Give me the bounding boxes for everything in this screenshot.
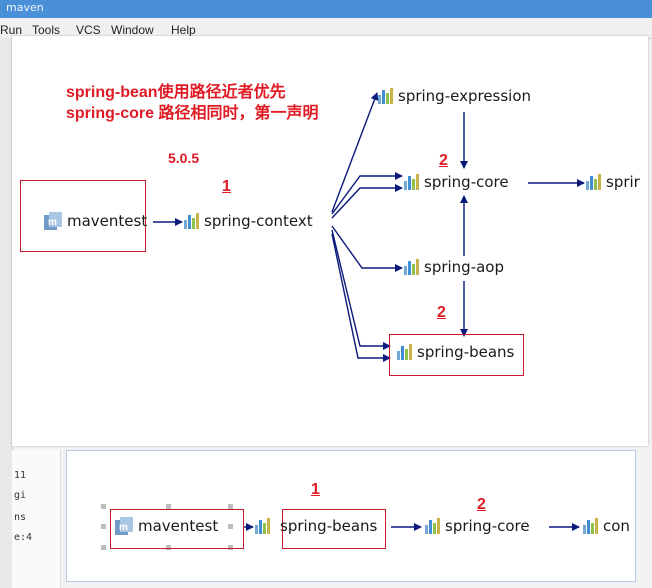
node-label: sprir — [606, 173, 640, 191]
highlight-box-spring-beans — [389, 334, 524, 376]
selection-handle[interactable] — [228, 545, 233, 550]
node-label: spring-context — [204, 212, 313, 230]
node-maventest[interactable]: m maventest — [44, 212, 147, 230]
node-spring-expression[interactable]: spring-expression — [378, 87, 531, 105]
gutter-fragment: e:4 — [14, 532, 33, 543]
node-label: maventest — [67, 212, 148, 230]
edge-context-core-b — [331, 184, 403, 219]
menu-run[interactable]: Run — [0, 23, 23, 37]
highlight-box-maventest-bottom — [110, 509, 244, 549]
window-title: maven — [6, 1, 44, 14]
library-icon — [255, 518, 270, 534]
library-icon — [586, 174, 601, 190]
library-icon — [404, 174, 419, 190]
edge-context-beans-b — [331, 233, 391, 362]
library-icon — [404, 259, 419, 275]
depth-label-context: 1 — [222, 178, 231, 195]
note-nearest-wins: spring-bean使用路径近者优先 — [66, 84, 286, 101]
version-label: 5.0.5 — [168, 150, 200, 166]
node-label: spring-core — [445, 517, 530, 535]
node-label: spring-beans — [417, 343, 515, 361]
node-label: spring-beans — [280, 517, 378, 535]
menu-tools[interactable]: Tools — [32, 23, 61, 37]
edge-context-beans-a — [331, 229, 391, 350]
highlight-box-spring-beans-bottom — [282, 509, 386, 549]
selection-handle[interactable] — [101, 504, 106, 509]
dependency-diagram-top: spring-bean使用路径近者优先 spring-core 路径相同时，第一… — [12, 36, 648, 446]
maven-module-icon: m — [115, 517, 133, 535]
node-spring-aop[interactable]: spring-aop — [404, 258, 504, 276]
diagram-edges — [153, 92, 585, 362]
menu-help[interactable]: Help — [171, 23, 196, 37]
gutter-fragment: gi — [14, 490, 27, 501]
editor-gutter: 11 gi ns e:4 — [12, 450, 61, 588]
library-icon — [425, 518, 440, 534]
maven-module-icon: m — [44, 212, 62, 230]
library-icon — [184, 213, 199, 229]
depth-label-core: 2 — [439, 152, 448, 169]
window-titlebar: maven — [0, 0, 652, 18]
menu-window[interactable]: Window — [111, 23, 154, 37]
node-label: spring-core — [424, 173, 509, 191]
node-spring-jcl[interactable]: sprir — [586, 173, 640, 191]
depth-label-core-bottom: 2 — [477, 496, 486, 513]
library-icon — [583, 518, 598, 534]
dependency-diagram-bottom: 1 2 m maventest spring-beans spring-core… — [66, 450, 636, 582]
library-icon — [397, 344, 412, 360]
node-label: con — [603, 517, 630, 535]
edge-context-aop — [331, 225, 403, 272]
node-spring-beans-bottom[interactable]: spring-beans — [255, 517, 377, 535]
gutter-fragment: ns — [14, 512, 27, 523]
selection-handle[interactable] — [228, 524, 233, 529]
node-spring-beans[interactable]: spring-beans — [397, 343, 514, 361]
highlight-box-maventest — [20, 180, 146, 252]
node-label: spring-aop — [424, 258, 505, 276]
menu-vcs[interactable]: VCS — [76, 23, 101, 37]
node-maventest-bottom[interactable]: m maventest — [115, 517, 218, 535]
selection-handle[interactable] — [101, 524, 106, 529]
depth-label-beans: 2 — [437, 304, 446, 321]
edge-context-expression — [331, 92, 379, 213]
selection-handle[interactable] — [228, 504, 233, 509]
node-label: maventest — [138, 517, 219, 535]
note-first-declared: spring-core 路径相同时，第一声明 — [66, 105, 319, 122]
selection-handle[interactable] — [166, 545, 171, 550]
node-spring-core[interactable]: spring-core — [404, 173, 509, 191]
node-spring-context[interactable]: spring-context — [184, 212, 313, 230]
diagram-edges-bottom — [243, 523, 580, 531]
selection-handle[interactable] — [101, 545, 106, 550]
depth-label-beans-bottom: 1 — [311, 481, 320, 498]
node-spring-jcl-bottom[interactable]: con — [583, 517, 630, 535]
node-label: spring-expression — [398, 87, 532, 105]
selection-handle[interactable] — [166, 504, 171, 509]
node-spring-core-bottom[interactable]: spring-core — [425, 517, 530, 535]
library-icon — [378, 88, 393, 104]
gutter-fragment: 11 — [14, 470, 27, 481]
edge-context-core-a — [331, 172, 403, 215]
